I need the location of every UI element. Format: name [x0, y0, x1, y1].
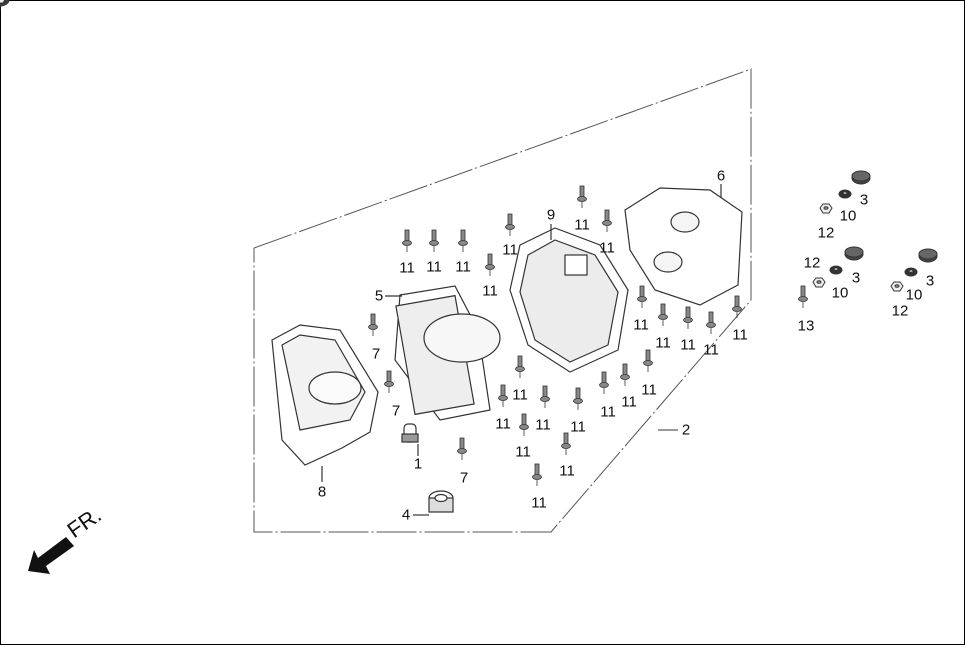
callout-2: 2 — [681, 421, 691, 439]
callout-11: 11 — [641, 381, 657, 399]
assembly-boundary — [253, 68, 752, 533]
callout-5: 5 — [374, 287, 384, 305]
part-8-front-cover — [271, 324, 379, 482]
callout-3: 3 — [859, 191, 869, 209]
callout-11: 11 — [515, 443, 531, 461]
callout-7: 7 — [391, 402, 401, 420]
callout-11: 11 — [633, 316, 649, 334]
callout-12: 12 — [891, 302, 909, 320]
callout-3: 3 — [925, 272, 935, 290]
callout-11: 11 — [535, 416, 551, 434]
part-9-housing — [509, 224, 629, 373]
callout-10: 10 — [831, 284, 849, 302]
callout-12: 12 — [817, 224, 835, 242]
callout-10: 10 — [839, 207, 857, 225]
callout-11: 11 — [574, 216, 590, 234]
callout-8: 8 — [317, 483, 327, 501]
callout-11: 11 — [680, 336, 696, 354]
callout-10: 10 — [905, 286, 923, 304]
callout-11: 11 — [570, 418, 586, 436]
callout-11: 11 — [703, 341, 719, 359]
callout-12: 12 — [803, 254, 821, 272]
part-6-rear-cover — [624, 184, 743, 306]
callout-11: 11 — [655, 334, 671, 352]
callout-11: 11 — [600, 403, 616, 421]
callout-11: 11 — [482, 282, 498, 300]
callout-7: 7 — [371, 345, 381, 363]
callout-11: 11 — [455, 258, 471, 276]
callout-4: 4 — [401, 506, 411, 524]
callout-11: 11 — [512, 386, 528, 404]
callout-1: 1 — [413, 455, 423, 473]
callout-11: 11 — [495, 415, 511, 433]
front-direction-arrow-icon — [28, 537, 74, 574]
callout-7: 7 — [459, 469, 469, 487]
callout-11: 11 — [531, 494, 547, 512]
part-1-socket — [401, 423, 419, 456]
callout-3: 3 — [851, 269, 861, 287]
callout-6: 6 — [716, 167, 726, 185]
callout-11: 11 — [559, 462, 575, 480]
part-4-grommet — [413, 490, 454, 516]
callout-11: 11 — [732, 326, 748, 344]
callout-11: 11 — [599, 239, 615, 257]
callout-9: 9 — [546, 206, 556, 224]
callout-11: 11 — [502, 241, 518, 259]
callout-11: 11 — [426, 258, 442, 276]
damper-group — [0, 0, 938, 292]
part-5-meter-case — [385, 285, 501, 421]
callout-11: 11 — [621, 393, 637, 411]
callout-13: 13 — [797, 317, 815, 335]
callout-11: 11 — [399, 259, 415, 277]
